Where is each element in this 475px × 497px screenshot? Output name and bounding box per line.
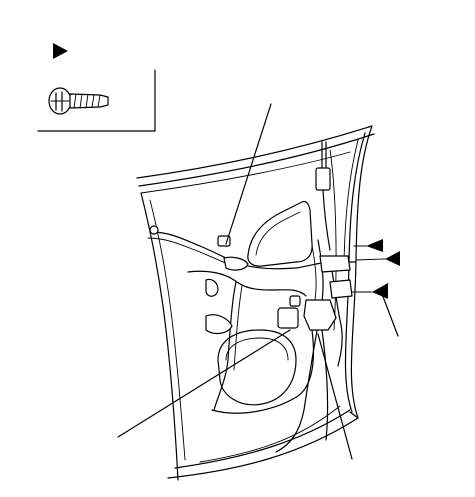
- fastener-markers: [351, 239, 400, 299]
- arrow-triangle-icon: [385, 251, 400, 266]
- door-sash-upper: [136, 125, 373, 179]
- arrow-triangle-icon: [53, 43, 68, 59]
- arrow-triangle-icon: [366, 239, 383, 252]
- door-bottom-edge: [167, 417, 359, 479]
- wire-harness: [147, 141, 357, 453]
- door-front-edge: [140, 192, 179, 481]
- legend: [37, 43, 156, 132]
- service-hole: [247, 200, 313, 267]
- leader-line-top: [225, 103, 272, 245]
- arrow-triangle-icon: [372, 283, 388, 299]
- leader-line-left: [117, 329, 291, 438]
- leader-lines: [117, 103, 399, 460]
- screw-icon: [48, 87, 109, 115]
- legend-box-frame: [37, 69, 156, 132]
- connectors: [149, 225, 353, 335]
- speaker-opening: [217, 329, 297, 406]
- leader-line-right: [381, 293, 399, 337]
- leader-line-bottom: [317, 333, 353, 460]
- door-rear-edge: [350, 125, 373, 419]
- door-panel: [136, 125, 375, 481]
